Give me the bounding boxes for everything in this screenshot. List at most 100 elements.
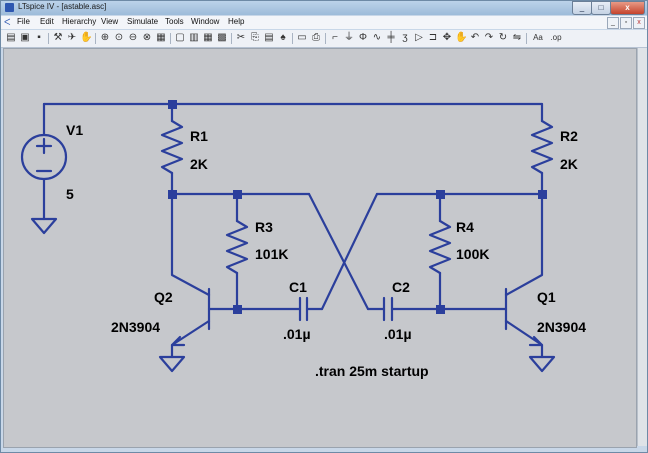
ground-q2-symbol (158, 355, 186, 373)
maximize-button[interactable]: □ (591, 1, 611, 15)
q2-name-label: Q2 (154, 289, 173, 305)
autoscale-icon[interactable]: ▦ (156, 32, 166, 43)
junction-r3-bottom (233, 305, 242, 314)
c1-name-label: C1 (289, 279, 307, 295)
q1-model-label: 2N3904 (537, 319, 586, 335)
wire-q1-collector (504, 192, 544, 297)
halt-icon[interactable]: ✋ (80, 32, 93, 43)
cascade-icon[interactable]: ▩ (217, 32, 227, 43)
resistor-icon[interactable]: ∿ (372, 32, 382, 43)
inductor-icon[interactable]: ʒ (402, 32, 408, 43)
v1-value-label: 5 (66, 186, 74, 202)
schematic-canvas[interactable]: V1 5 R1 2K R2 2K R3 101K R4 100K C1 .01µ… (3, 48, 637, 448)
toolbar-separator (95, 33, 96, 44)
r2-value-label: 2K (560, 156, 578, 172)
minimize-button[interactable]: _ (572, 1, 592, 15)
tran-directive: .tran 25m startup (315, 363, 429, 379)
save-icon[interactable]: ▪ (37, 32, 41, 43)
rotate-icon[interactable]: ↻ (498, 32, 508, 43)
ltspice-app-icon (5, 3, 14, 12)
window-title: LTspice IV - [astable.asc] (18, 2, 107, 11)
wire-q2-collector (170, 192, 211, 297)
document-menu-icon[interactable]: ᐸ (4, 17, 11, 27)
component-icon[interactable]: ⊐ (428, 32, 438, 43)
control-panel-icon[interactable]: ⚒ (53, 32, 63, 43)
undo-icon[interactable]: ↶ (470, 32, 480, 43)
mdi-minimize-button[interactable]: _ (607, 17, 619, 29)
c2-symbol (382, 296, 394, 322)
junction-top (168, 100, 177, 109)
spice-directive-icon[interactable]: .op (550, 33, 562, 42)
drag-icon[interactable]: ✋ (455, 32, 468, 43)
pan-icon[interactable]: ⊙ (114, 32, 124, 43)
menu-edit[interactable]: Edit (40, 17, 54, 26)
paste-icon[interactable]: ▤ (264, 32, 274, 43)
mdi-close-button[interactable]: x (633, 17, 645, 29)
delete-trace-icon[interactable]: ▢ (175, 32, 185, 43)
menu-tools[interactable]: Tools (165, 17, 184, 26)
r4-name-label: R4 (456, 219, 474, 235)
toolbar: ▤▣▪⚒✈✋⊕⊙⊖⊗▦▢▥▦▩✂⎘▤♠▭⎙⌐⏚Φ∿╪ʒ▷⊐✥✋↶↷↻⇋Aa.op (1, 30, 647, 48)
zoom-fit-icon[interactable]: ⊗ (142, 32, 152, 43)
schematic-drawing: V1 5 R1 2K R2 2K R3 101K R4 100K C1 .01µ… (20, 100, 586, 379)
r4-symbol (428, 219, 452, 275)
ground-q1-symbol (528, 355, 556, 373)
r1-symbol (160, 119, 184, 175)
menu-hierarchy[interactable]: Hierarchy (62, 17, 97, 26)
junction-r4-top (436, 190, 445, 199)
junction-left-top (168, 190, 177, 199)
toolbar-separator (292, 33, 293, 44)
menu-file[interactable]: File (17, 17, 30, 26)
r3-symbol (225, 219, 249, 275)
toolbar-separator (48, 33, 49, 44)
tile-horizontal-icon[interactable]: ▥ (189, 32, 199, 43)
v1-symbol (20, 133, 68, 181)
wire-cross-b (320, 192, 379, 311)
cut-icon[interactable]: ✂ (236, 32, 246, 43)
r2-name-label: R2 (560, 128, 578, 144)
run-icon[interactable]: ✈ (67, 32, 77, 43)
new-schematic-icon[interactable]: ▤ (6, 32, 16, 43)
ground-icon[interactable]: ⏚ (344, 32, 354, 43)
menu-window[interactable]: Window (191, 17, 220, 26)
q2-model-label: 2N3904 (111, 319, 160, 335)
q1-name-label: Q1 (537, 289, 556, 305)
diode-icon[interactable]: ▷ (415, 32, 423, 43)
tile-vertical-icon[interactable]: ▦ (203, 32, 213, 43)
text-icon[interactable]: Aa (533, 33, 543, 42)
q2-emitter-arrow (170, 335, 186, 347)
menu-simulate[interactable]: Simulate (127, 17, 159, 26)
zoom-out-icon[interactable]: ⊖ (128, 32, 138, 43)
find-icon[interactable]: ♠ (280, 32, 286, 43)
r3-name-label: R3 (255, 219, 273, 235)
capacitor-icon[interactable]: ╪ (387, 32, 395, 43)
print-icon[interactable]: ⎙ (312, 32, 320, 43)
mdi-restore-button[interactable]: ▫ (620, 17, 632, 29)
print-setup-icon[interactable]: ▭ (297, 32, 307, 43)
r1-value-label: 2K (190, 156, 208, 172)
copy-icon[interactable]: ⎘ (251, 32, 259, 43)
c1-value-label: .01µ (283, 326, 311, 342)
redo-icon[interactable]: ↷ (484, 32, 494, 43)
junction-r4-bottom (436, 305, 445, 314)
label-icon[interactable]: Φ (359, 32, 367, 43)
junction-right-top (538, 190, 547, 199)
move-icon[interactable]: ✥ (442, 32, 452, 43)
close-button[interactable]: x (610, 1, 645, 15)
menu-view[interactable]: View (101, 17, 119, 26)
menu-help[interactable]: Help (228, 17, 245, 26)
toolbar-separator (325, 33, 326, 44)
zoom-in-icon[interactable]: ⊕ (100, 32, 110, 43)
toolbar-separator (526, 33, 527, 44)
mirror-icon[interactable]: ⇋ (512, 32, 522, 43)
r1-name-label: R1 (190, 128, 208, 144)
open-icon[interactable]: ▣ (20, 32, 30, 43)
c2-name-label: C2 (392, 279, 410, 295)
vertical-scrollbar[interactable] (637, 48, 647, 446)
wire-icon[interactable]: ⌐ (332, 32, 338, 43)
c2-value-label: .01µ (384, 326, 412, 342)
menu-bar: ᐸ File Edit Hierarchy View Simulate Tool… (1, 16, 647, 29)
toolbar-separator (170, 33, 171, 44)
junction-r3-top (233, 190, 242, 199)
